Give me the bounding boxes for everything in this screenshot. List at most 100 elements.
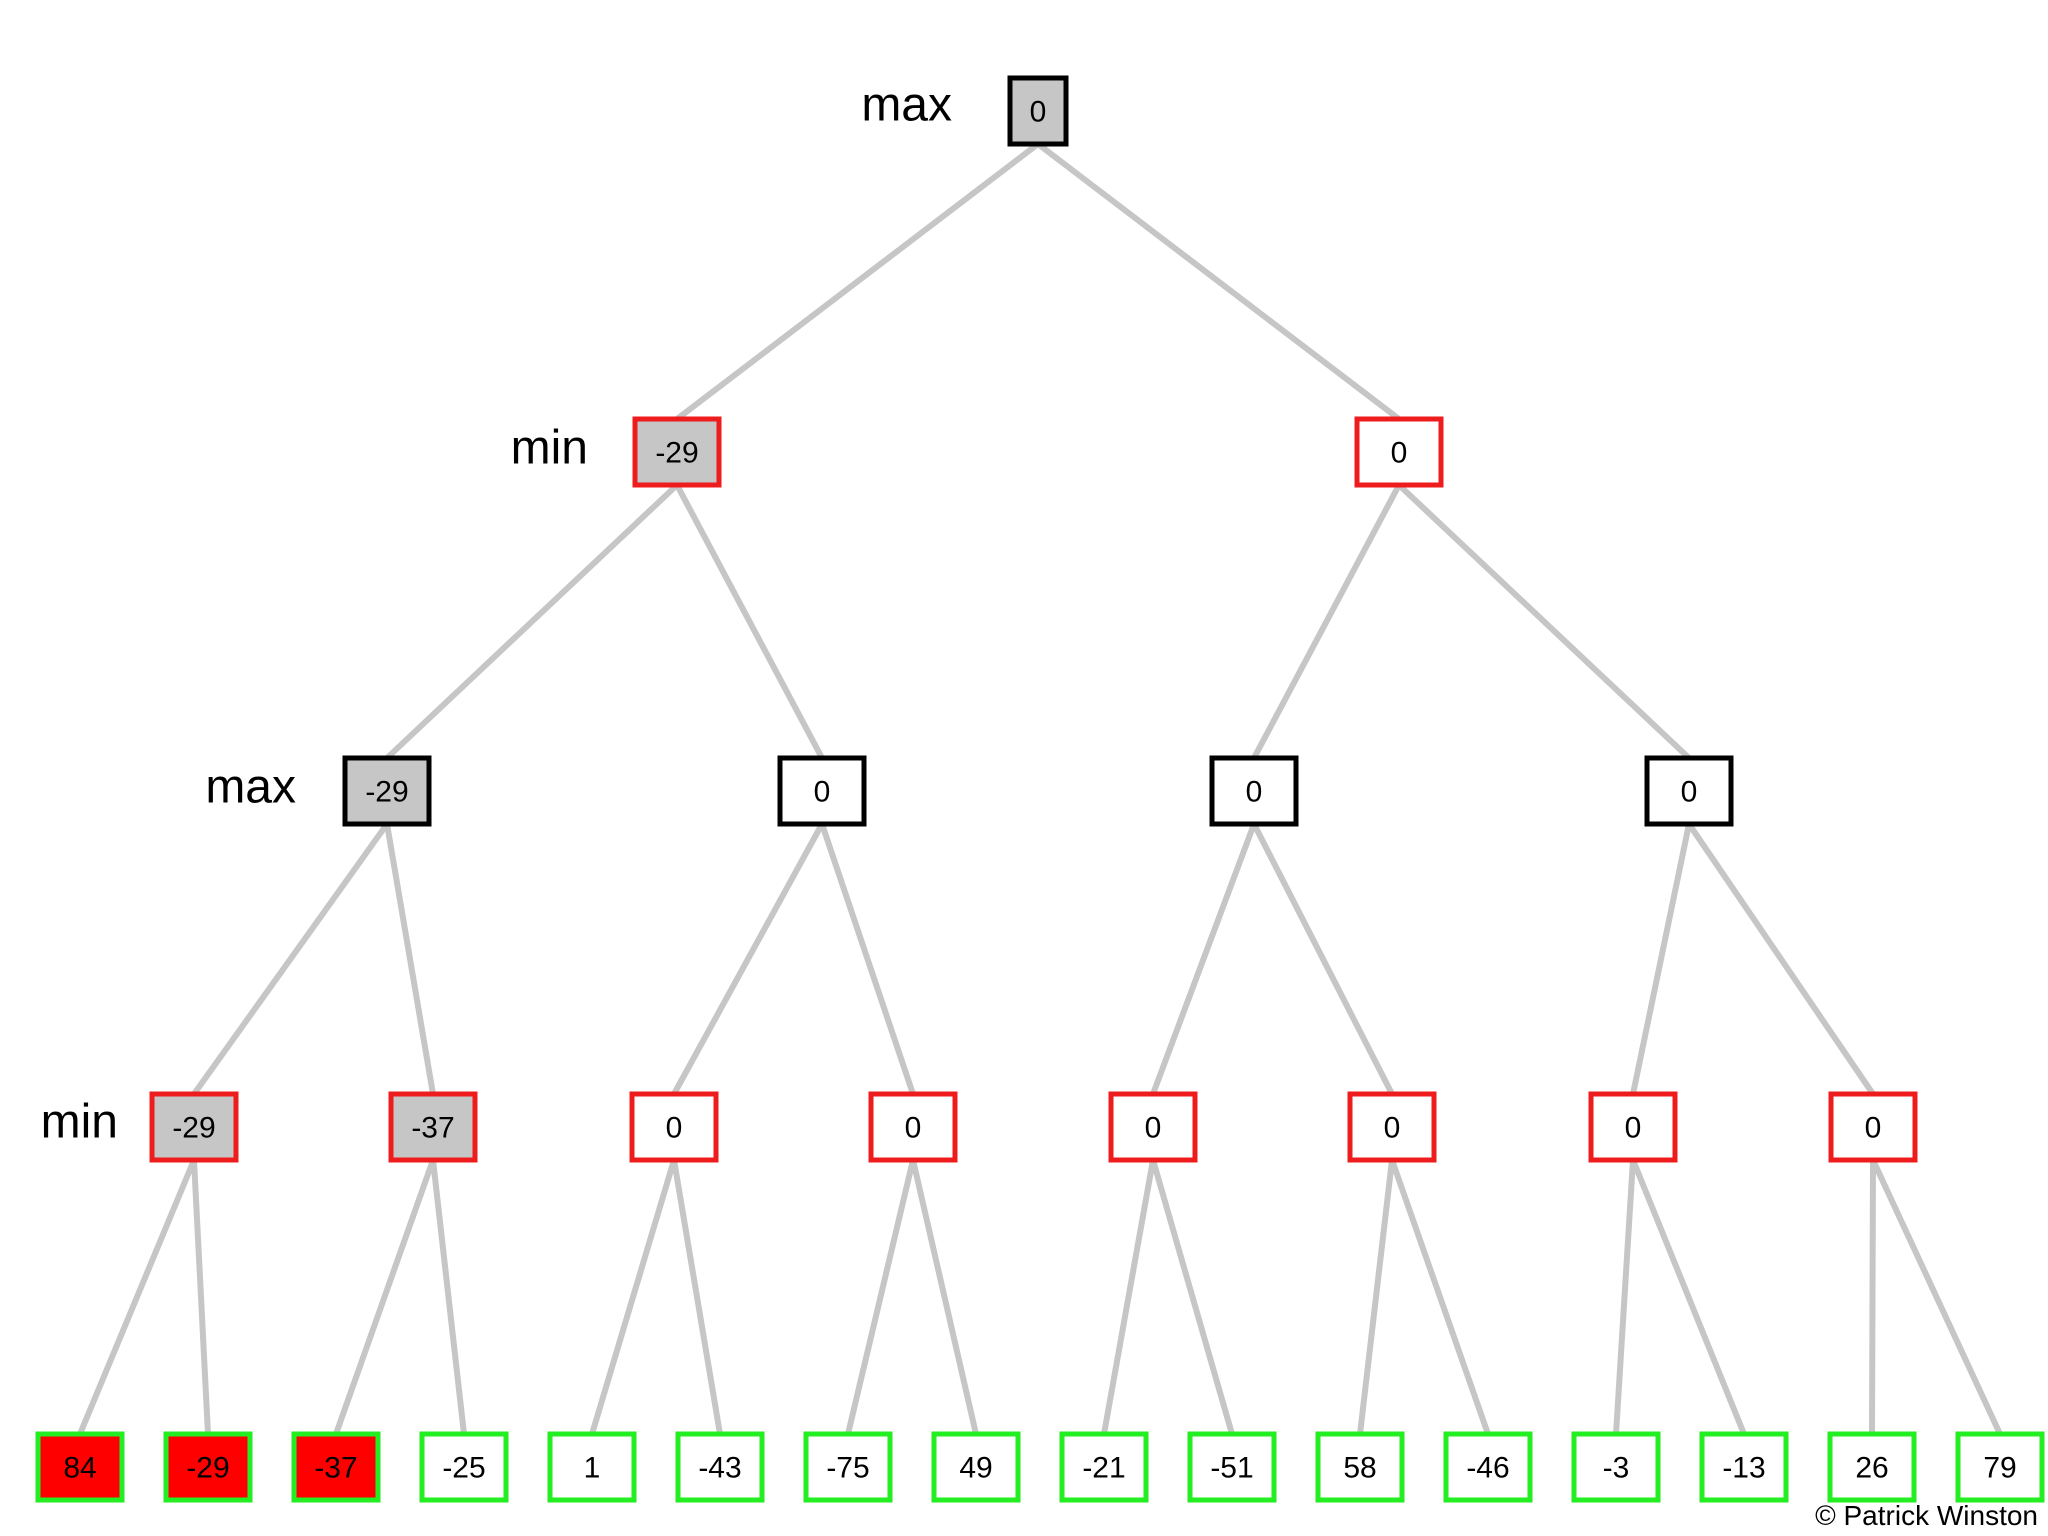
tree-edge [1870, 1157, 2003, 1437]
leaf-node: -75 [803, 1431, 893, 1503]
leaf-node: -13 [1699, 1431, 1789, 1503]
tree-edge [845, 1157, 916, 1437]
leaf-node: 26 [1827, 1431, 1917, 1503]
min-node: -29 [149, 1091, 239, 1163]
node-value: -29 [365, 776, 408, 809]
node-box [1007, 75, 1069, 147]
node-box [632, 416, 722, 488]
node-value: 84 [63, 1452, 96, 1485]
node-value: -37 [411, 1112, 454, 1145]
node-box [1644, 755, 1734, 827]
node-value: 49 [959, 1452, 992, 1485]
leaf-node: -21 [1059, 1431, 1149, 1503]
node-box [1588, 1091, 1678, 1163]
node-box [1443, 1431, 1533, 1503]
tree-edge [671, 821, 825, 1097]
tree-nodes: 0 -29 0 -29 0 0 0 -29 -37 0 0 0 0 0 0 84 -29 -37 -25 1 -43 -7… [35, 75, 2045, 1503]
min-node: 0 [1347, 1091, 1437, 1163]
tree-edge [819, 821, 916, 1097]
tree-edge [384, 482, 680, 761]
node-box [342, 755, 432, 827]
max-node: 0 [1209, 755, 1299, 827]
node-box [547, 1431, 637, 1503]
node-box [777, 755, 867, 827]
leaf-node: 79 [1955, 1431, 2045, 1503]
tree-edge [1686, 821, 1876, 1097]
leaf-node: 1 [547, 1431, 637, 1503]
tree-edge [1035, 141, 1402, 422]
node-box [1827, 1431, 1917, 1503]
tree-edge [674, 141, 1041, 422]
max-node: 0 [777, 755, 867, 827]
min-node: 0 [629, 1091, 719, 1163]
node-value: 26 [1855, 1452, 1888, 1485]
node-value: 58 [1343, 1452, 1376, 1485]
node-value: -3 [1603, 1452, 1630, 1485]
node-value: 0 [1391, 437, 1408, 470]
tree-edge [674, 482, 825, 761]
node-value: -43 [698, 1452, 741, 1485]
node-value: 0 [814, 776, 831, 809]
copyright-notice: © Patrick Winston [1815, 1500, 2038, 1531]
min-node: 0 [868, 1091, 958, 1163]
leaf-node: -46 [1443, 1431, 1533, 1503]
level-label-max: max [861, 79, 952, 132]
leaf-node: -43 [675, 1431, 765, 1503]
node-box [291, 1431, 381, 1503]
min-node: 0 [1828, 1091, 1918, 1163]
min-node: 0 [1108, 1091, 1198, 1163]
tree-edge [384, 821, 436, 1097]
tree-edge [1101, 1157, 1156, 1437]
tree-edge [1389, 1157, 1491, 1437]
node-value: 0 [1384, 1112, 1401, 1145]
leaf-node: 58 [1315, 1431, 1405, 1503]
leaf-node: -37 [291, 1431, 381, 1503]
node-value: -13 [1722, 1452, 1765, 1485]
leaf-node: -29 [163, 1431, 253, 1503]
level-label-max: max [205, 761, 296, 814]
node-box [868, 1091, 958, 1163]
tree-edge [1150, 821, 1257, 1097]
node-box [1828, 1091, 1918, 1163]
tree-edge [333, 1157, 436, 1437]
node-value: -21 [1082, 1452, 1125, 1485]
tree-edge [589, 1157, 677, 1437]
node-value: 0 [1681, 776, 1698, 809]
node-box [931, 1431, 1021, 1503]
tree-edges [77, 141, 2003, 1437]
node-box [1315, 1431, 1405, 1503]
node-box [629, 1091, 719, 1163]
node-value: 0 [666, 1112, 683, 1145]
node-box [419, 1431, 509, 1503]
min-node: -37 [388, 1091, 478, 1163]
max-node: -29 [342, 755, 432, 827]
tree-edge [1150, 1157, 1235, 1437]
tree-edge [1869, 1157, 1876, 1437]
node-box [675, 1431, 765, 1503]
node-box [1108, 1091, 1198, 1163]
tree-edge [1630, 821, 1692, 1097]
node-box [1059, 1431, 1149, 1503]
node-box [1354, 416, 1444, 488]
node-box [1955, 1431, 2045, 1503]
max-node: 0 [1644, 755, 1734, 827]
tree-edge [1251, 482, 1402, 761]
tree-edge [430, 1157, 467, 1437]
min-node: 0 [1588, 1091, 1678, 1163]
node-box [1347, 1091, 1437, 1163]
node-value: -29 [655, 437, 698, 470]
max-node: 0 [1007, 75, 1069, 147]
tree-edge [77, 1157, 197, 1437]
node-box [1571, 1431, 1661, 1503]
min-node: -29 [632, 416, 722, 488]
node-box [35, 1431, 125, 1503]
node-value: -25 [442, 1452, 485, 1485]
tree-edge [671, 1157, 723, 1437]
leaf-node: 49 [931, 1431, 1021, 1503]
node-value: 0 [1865, 1112, 1882, 1145]
node-box [1699, 1431, 1789, 1503]
node-value: 0 [1246, 776, 1263, 809]
node-box [803, 1431, 893, 1503]
tree-edge [910, 1157, 979, 1437]
